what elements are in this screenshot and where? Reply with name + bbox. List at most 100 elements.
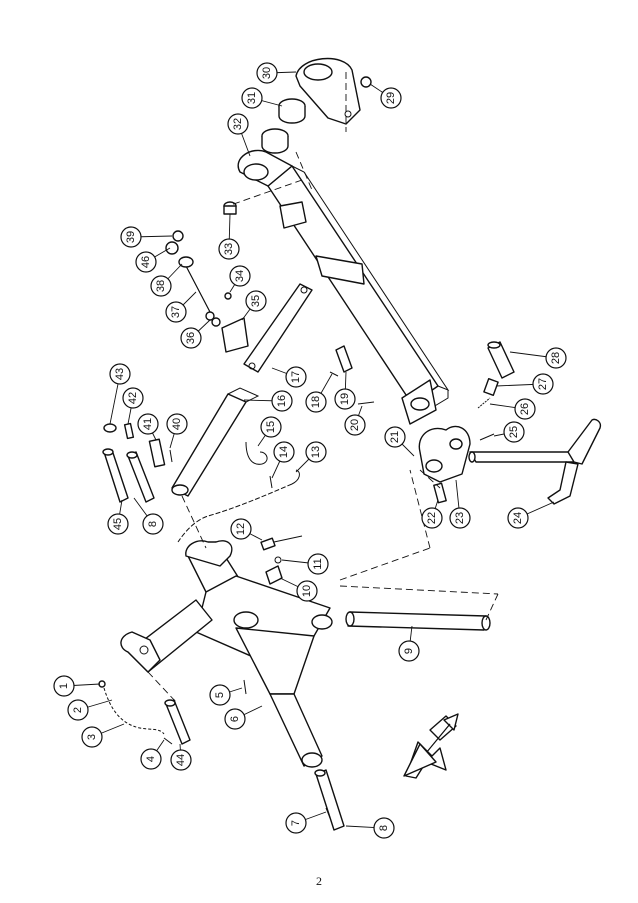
callout-number: 19 <box>339 393 351 405</box>
callout-number: 23 <box>454 512 466 524</box>
callout-circle <box>503 421 525 443</box>
callout-circle <box>142 513 164 535</box>
callout-number: 20 <box>349 419 361 431</box>
callout-17: 17 <box>271 366 307 388</box>
callout-circle <box>373 817 395 839</box>
callout-number: 18 <box>310 396 322 408</box>
callout-number: 28 <box>550 352 562 364</box>
callout-circle <box>449 507 471 529</box>
callout-circle <box>120 226 142 248</box>
callout-38: 38 <box>150 263 183 297</box>
callout-circle <box>229 265 251 287</box>
callout-46: 46 <box>135 247 171 273</box>
pin-18 <box>329 371 339 377</box>
lever-24 <box>468 418 602 505</box>
callout-43: 43 <box>109 363 131 425</box>
callout-21: 21 <box>384 426 415 457</box>
callout-number: 21 <box>389 431 401 443</box>
callout-19: 19 <box>334 371 356 410</box>
callout-number: 1 <box>58 683 70 689</box>
callout-number: 26 <box>519 403 531 415</box>
bushings-31 <box>261 98 306 154</box>
callout-number: 37 <box>170 306 182 318</box>
callout-circle <box>273 441 295 463</box>
callout-circle <box>241 87 263 109</box>
callout-circle <box>165 301 187 323</box>
callout-number: 10 <box>301 585 313 597</box>
bushing-27 <box>483 378 499 396</box>
callout-circle <box>256 62 278 84</box>
callout-number: 41 <box>142 418 154 430</box>
callout-25: 25 <box>493 421 525 443</box>
callout-circle <box>514 398 536 420</box>
callout-circle <box>271 390 293 412</box>
callout-8: 8 <box>345 817 395 839</box>
callout-37: 37 <box>165 291 197 323</box>
top-arm-beam <box>237 149 450 425</box>
callout-circle <box>285 812 307 834</box>
callout-29: 29 <box>369 83 402 109</box>
callout-circle <box>245 290 267 312</box>
callout-number: 45 <box>112 518 124 530</box>
callout-45: 45 <box>107 499 129 535</box>
pin-20 <box>357 401 375 405</box>
callout-31: 31 <box>241 87 283 109</box>
top-yoke-30 <box>295 57 361 125</box>
callout-number: 13 <box>310 446 322 458</box>
callout-circle <box>180 327 202 349</box>
callout-number: 32 <box>232 118 244 130</box>
callout-27: 27 <box>495 373 554 395</box>
pin-40 <box>169 449 173 463</box>
callout-circle <box>230 518 252 540</box>
callout-number: 11 <box>312 558 324 569</box>
hook-15 <box>245 441 268 465</box>
nut-10 <box>265 565 283 585</box>
callout-circle <box>140 748 162 770</box>
callout-circle <box>109 363 131 385</box>
pin-22 <box>433 482 447 504</box>
callout-number: 44 <box>175 754 187 766</box>
pin-7 <box>325 807 331 819</box>
strut-16 <box>171 387 260 497</box>
callout-number: 22 <box>426 512 438 524</box>
callout-35: 35 <box>241 290 267 321</box>
callout-number: 14 <box>278 446 290 458</box>
callout-6: 6 <box>224 705 263 730</box>
bolt-12 <box>260 535 303 551</box>
callout-14: 14 <box>271 441 295 479</box>
callout-number: 9 <box>403 648 415 654</box>
callout-30: 30 <box>256 62 297 84</box>
callout-39: 39 <box>120 226 173 248</box>
callout-1: 1 <box>53 675 101 697</box>
callout-circle <box>421 507 443 529</box>
callout-circle <box>380 87 402 109</box>
callout-number: 16 <box>276 395 288 407</box>
callout-number: 4 <box>145 756 157 762</box>
callout-number: 30 <box>261 67 273 79</box>
callout-8: 8 <box>133 497 164 535</box>
callout-11: 11 <box>281 553 329 575</box>
pin-42 <box>123 422 135 440</box>
callout-number: 24 <box>512 512 524 524</box>
callout-number: 35 <box>250 295 262 307</box>
callout-number: 27 <box>537 378 549 390</box>
callout-number: 8 <box>147 521 159 527</box>
callout-circle <box>81 726 103 748</box>
callout-number: 5 <box>214 692 226 698</box>
main-frame-6 <box>120 540 333 768</box>
bolt-5 <box>243 679 247 695</box>
callout-9: 9 <box>398 625 420 662</box>
callout-circle <box>344 414 366 436</box>
callout-33: 33 <box>218 213 240 260</box>
callout-24: 24 <box>507 501 555 529</box>
pin-44 <box>164 699 191 745</box>
callout-circle <box>507 507 529 529</box>
callout-circle <box>209 684 231 706</box>
callout-circle <box>150 275 172 297</box>
callout-5: 5 <box>209 684 243 706</box>
callout-number: 8 <box>378 825 390 831</box>
callout-22: 22 <box>421 499 443 529</box>
chain-3 <box>103 687 165 735</box>
callout-2: 2 <box>67 699 113 721</box>
